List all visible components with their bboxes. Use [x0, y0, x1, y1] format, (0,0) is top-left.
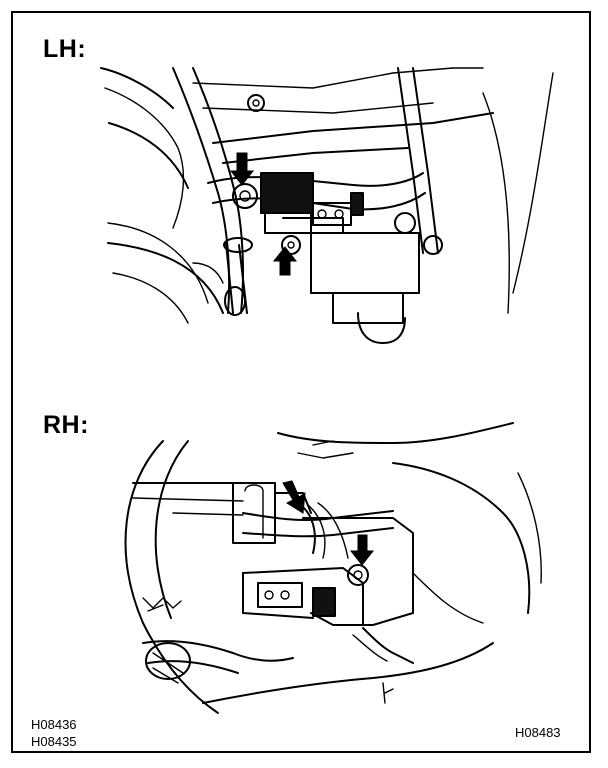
lh-section-label: LH:	[43, 35, 87, 63]
figure-code-h08483: H08483	[515, 725, 561, 740]
figure-code-h08435: H08435	[31, 734, 77, 749]
rh-illustration	[124, 422, 542, 714]
rh-section-label: RH:	[43, 411, 89, 439]
figure-code-h08436: H08436	[31, 717, 77, 732]
diagram-frame: LH: RH:	[11, 11, 591, 753]
lh-illustration	[100, 67, 554, 344]
